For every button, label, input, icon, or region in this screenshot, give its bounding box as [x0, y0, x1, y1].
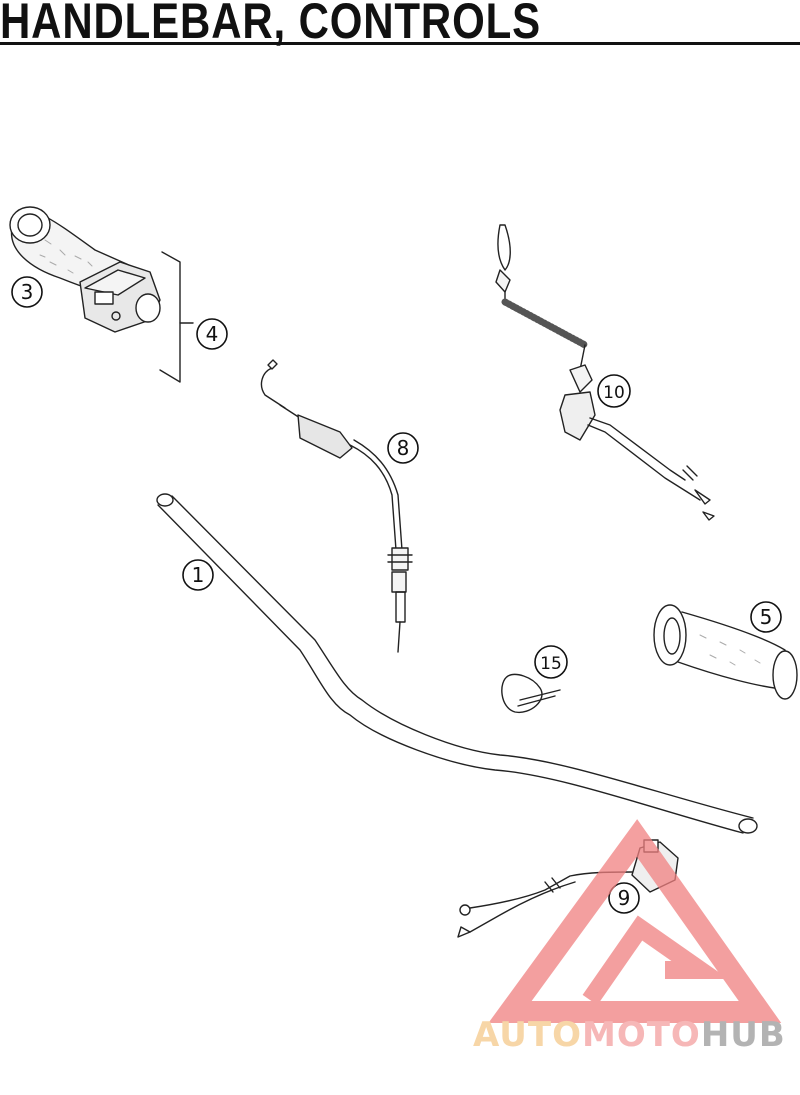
- throttle-cable-part[interactable]: [260, 359, 413, 653]
- watermark-logo: AUTOMOTOHUB: [473, 819, 786, 1055]
- callout-cable-tie: 15: [534, 645, 568, 679]
- svg-text:15: 15: [540, 654, 562, 674]
- svg-text:10: 10: [603, 383, 625, 403]
- svg-text:1: 1: [192, 563, 205, 587]
- left-grip-part[interactable]: [653, 604, 798, 700]
- watermark-text: AUTOMOTOHUB: [473, 1015, 786, 1055]
- page-title: HANDLEBAR, CONTROLS: [0, 0, 541, 49]
- svg-text:5: 5: [760, 605, 773, 629]
- svg-text:3: 3: [21, 280, 34, 304]
- handlebar-part[interactable]: [156, 493, 758, 834]
- callout-throttle-grip-set: 4: [196, 318, 228, 350]
- watermark-triangle: [488, 819, 782, 1023]
- title-rule: [0, 42, 800, 45]
- callout-kill-switch: 9: [608, 882, 640, 914]
- emergency-stop-switch-part[interactable]: [495, 224, 715, 521]
- svg-text:8: 8: [397, 436, 410, 460]
- callout-left-grip: 5: [750, 601, 782, 633]
- cable-tie-part[interactable]: [501, 673, 561, 714]
- throttle-grip-part[interactable]: [9, 206, 161, 333]
- callout-handlebar: 1: [182, 559, 214, 591]
- svg-text:9: 9: [618, 886, 631, 910]
- callout-throttle-grip: 3: [11, 276, 43, 308]
- throttle-set-bracket: [159, 251, 194, 383]
- svg-text:4: 4: [206, 322, 219, 346]
- callout-throttle-cable: 8: [387, 432, 419, 464]
- callout-emergency-stop-switch: 10: [597, 374, 631, 408]
